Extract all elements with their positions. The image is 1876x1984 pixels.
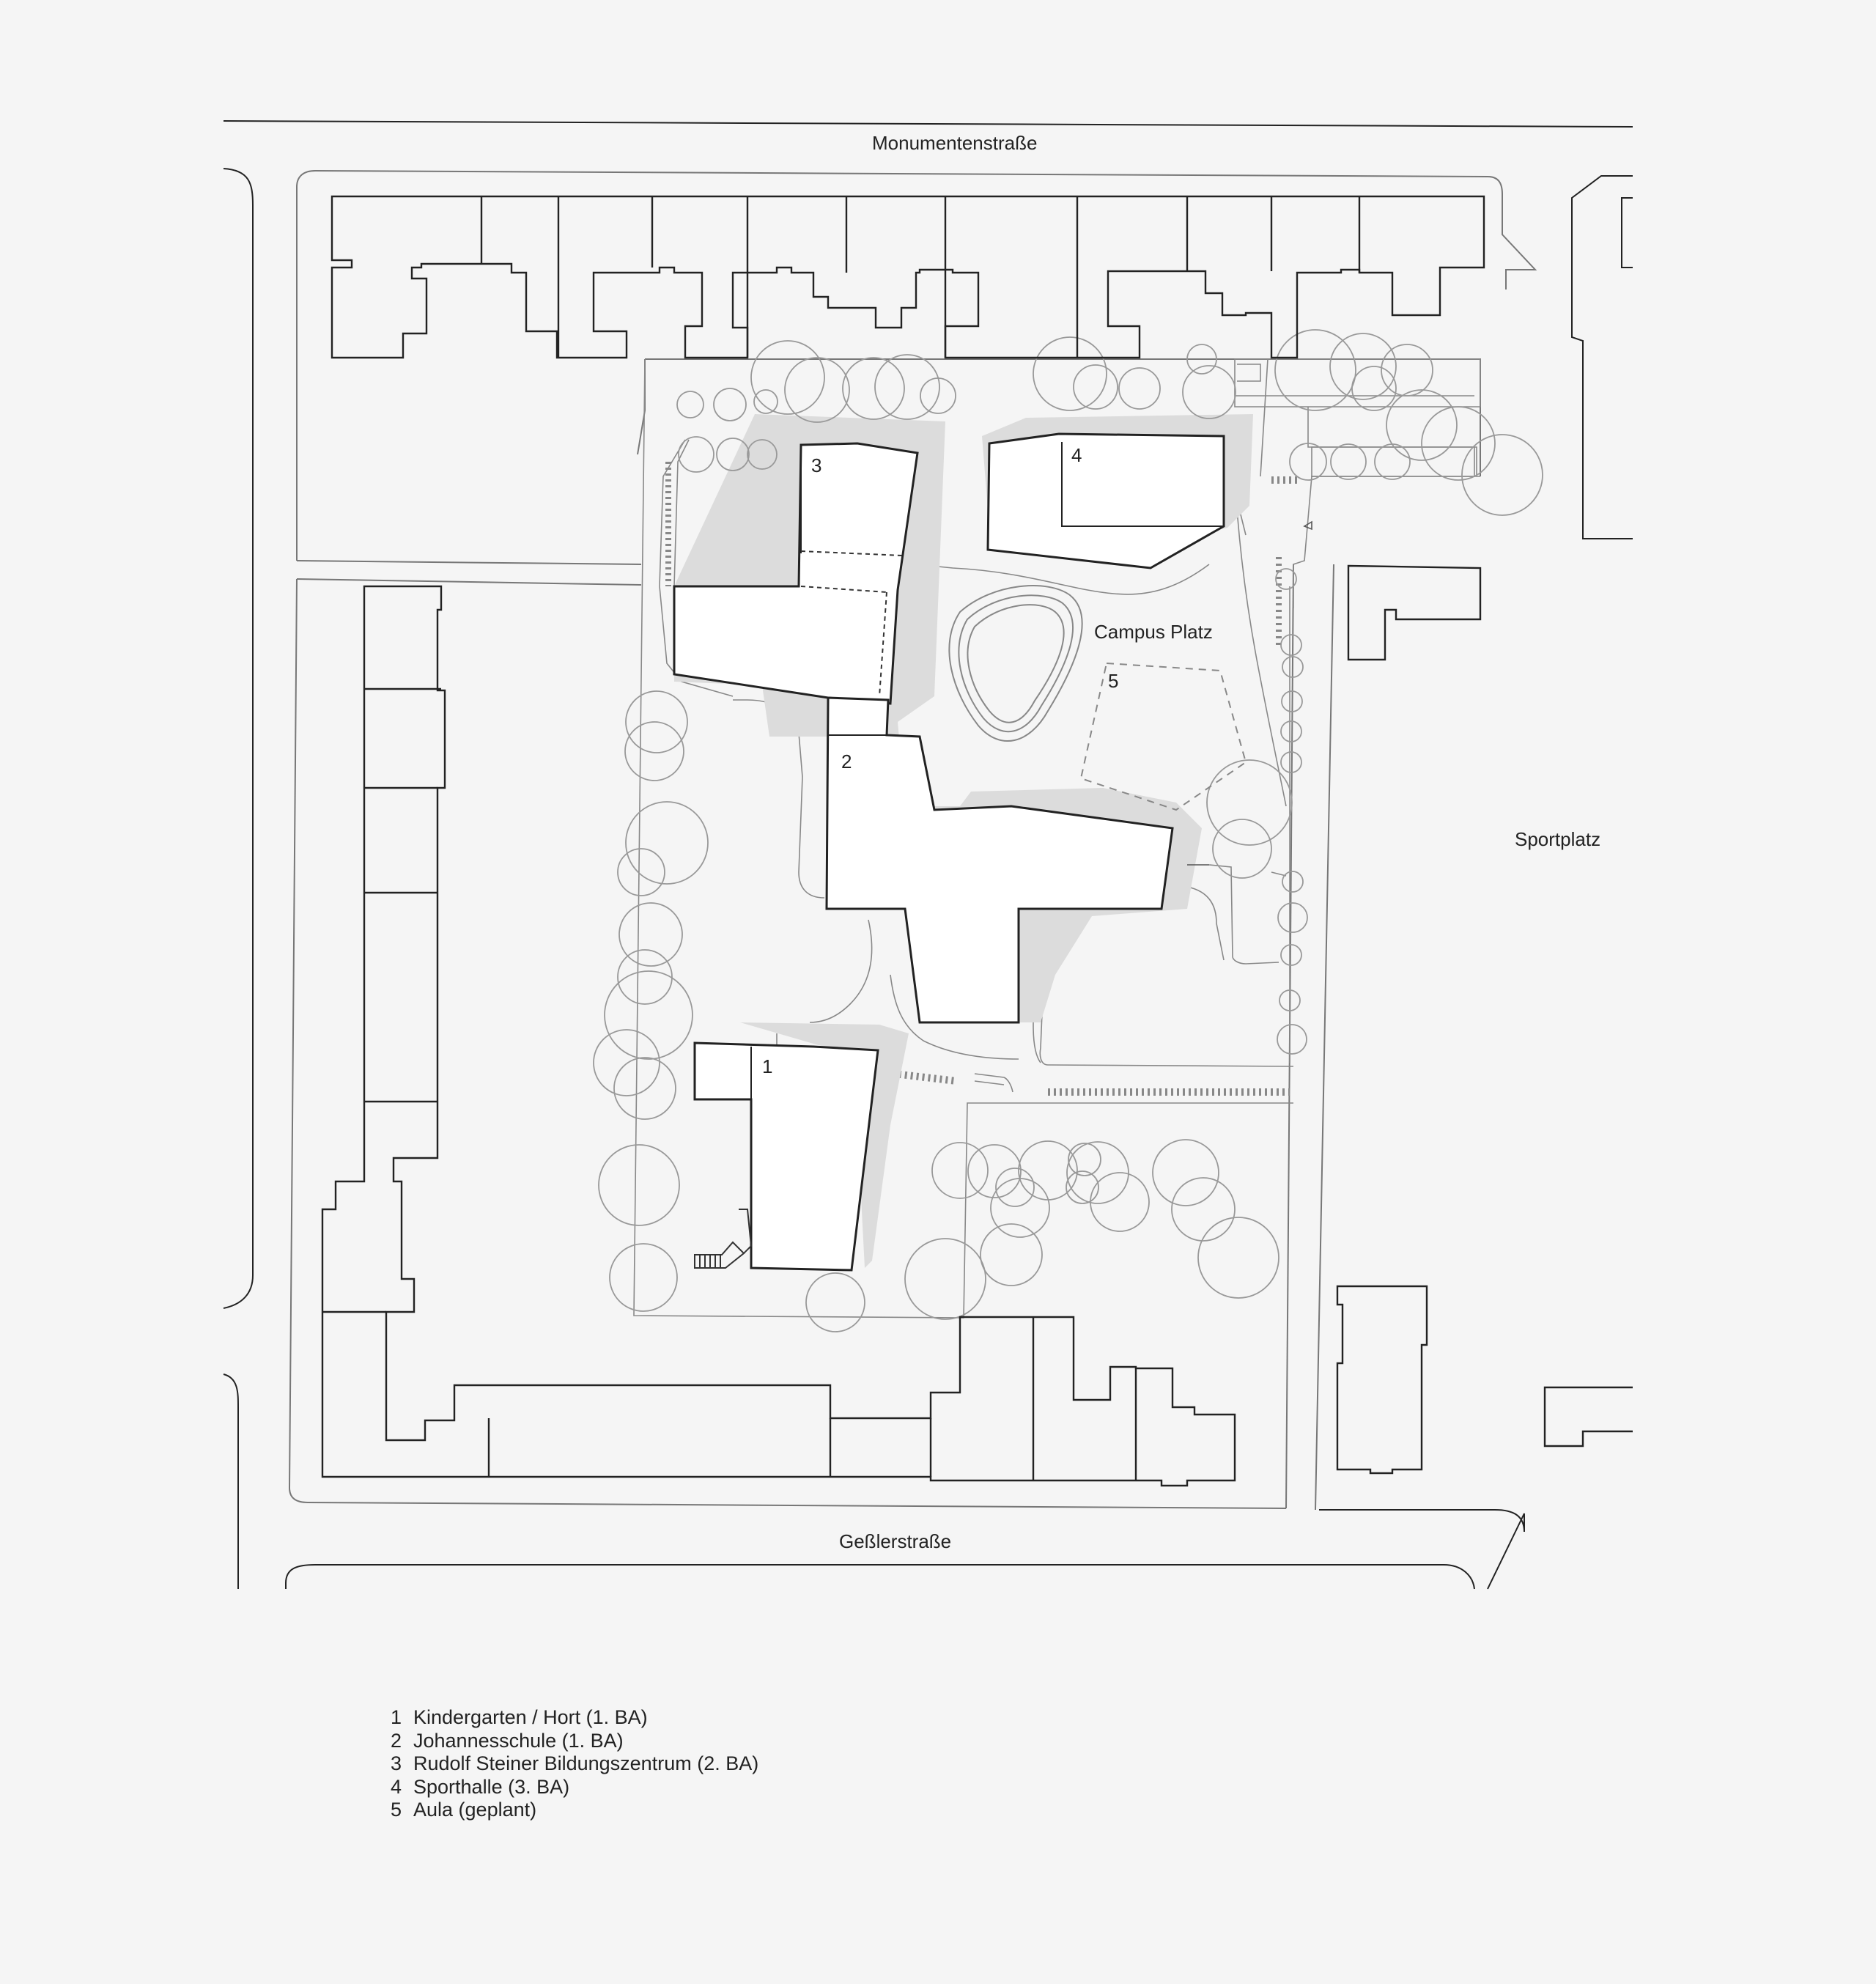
building-number-3: 3	[811, 454, 822, 476]
parking-strip	[1234, 358, 1481, 477]
legend-label: Aula (geplant)	[413, 1799, 537, 1821]
building-number-4: 4	[1071, 444, 1082, 466]
legend-number: 2	[391, 1729, 402, 1752]
stairs	[694, 1209, 753, 1269]
building-number-5: 5	[1108, 670, 1119, 692]
building-interior-lines	[750, 442, 1224, 1099]
legend-number: 3	[391, 1752, 402, 1774]
building-dashed-lines	[800, 550, 904, 697]
neighbor-buildings	[321, 195, 1633, 1487]
legend-number: 1	[391, 1706, 402, 1728]
legend-label: Sporthalle (3. BA)	[413, 1775, 570, 1798]
building-2-outline	[825, 696, 1174, 1024]
area-label-sportplatz: Sportplatz	[1515, 828, 1601, 850]
aula-planned-outline	[1079, 662, 1247, 811]
building-number-2: 2	[841, 751, 852, 772]
area-label-campus-platz: Campus Platz	[1094, 621, 1213, 643]
street-label-gesslerstrasse: Geßlerstraße	[839, 1530, 952, 1552]
building-4-outline	[986, 432, 1225, 569]
street-label-monumentenstrasse: Monumentenstraße	[872, 132, 1038, 154]
legend-number: 4	[391, 1775, 402, 1798]
entrance-markers	[1187, 520, 1312, 866]
legend-number: 5	[391, 1799, 402, 1821]
trees	[593, 329, 1543, 1332]
legend-label: Johannesschule (1. BA)	[413, 1729, 624, 1752]
legend-label: Rudolf Steiner Bildungszentrum (2. BA)	[413, 1752, 759, 1774]
running-track	[948, 585, 1083, 742]
legend: 1 Kindergarten / Hort (1. BA) 2 Johannes…	[391, 1706, 758, 1822]
legend-label: Kindergarten / Hort (1. BA)	[413, 1706, 648, 1728]
street-lines	[223, 120, 1633, 1590]
legend-item: 1 Kindergarten / Hort (1. BA)	[391, 1706, 758, 1730]
building-number-1: 1	[762, 1055, 773, 1077]
campus-buildings	[673, 432, 1225, 1272]
legend-item: 2 Johannesschule (1. BA)	[391, 1730, 758, 1753]
building-1-outline	[693, 1041, 879, 1272]
legend-item: 5 Aula (geplant)	[391, 1799, 758, 1822]
legend-item: 3 Rudolf Steiner Bildungszentrum (2. BA)	[391, 1752, 758, 1776]
legend-item: 4 Sporthalle (3. BA)	[391, 1776, 758, 1799]
